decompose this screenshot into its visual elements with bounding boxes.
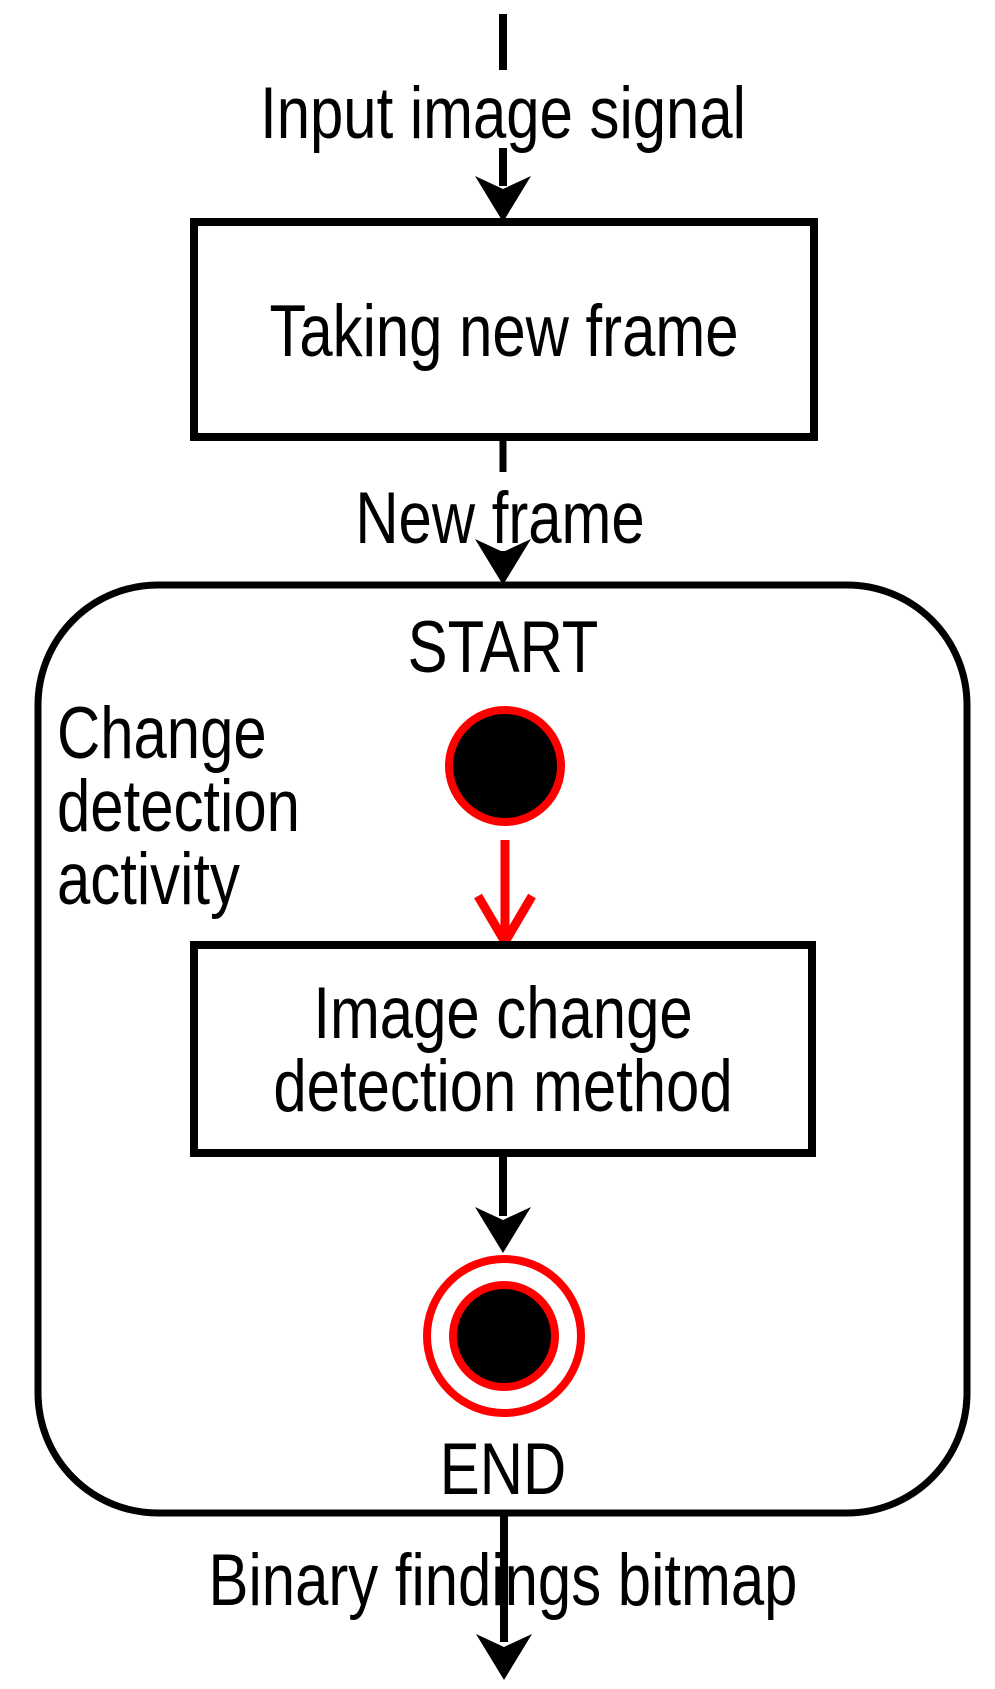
end-label: END bbox=[440, 1429, 566, 1510]
arrow3-head-icon bbox=[475, 1207, 531, 1253]
activity-group-label-line3: activity bbox=[57, 839, 240, 920]
activity-group-label-line2: detection bbox=[57, 766, 300, 847]
taking-new-frame-label: Taking new frame bbox=[269, 291, 738, 372]
taking-new-frame-box bbox=[190, 218, 818, 441]
method-label-line2: detection method bbox=[273, 1046, 732, 1127]
activity-group-label-line1: Change bbox=[57, 693, 267, 774]
output-label: Binary findings bitmap bbox=[209, 1540, 798, 1621]
image-change-detection-method-box bbox=[190, 941, 816, 1157]
arrow4-head-icon bbox=[476, 1634, 532, 1680]
arrow1-head-icon bbox=[475, 176, 531, 222]
method-label-line1: Image change bbox=[313, 973, 692, 1054]
start-node-icon bbox=[445, 706, 565, 826]
arrow2-head-icon bbox=[475, 539, 531, 585]
new-frame-label: New frame bbox=[355, 478, 644, 559]
start-label: START bbox=[408, 607, 599, 688]
input-signal-label: Input image signal bbox=[260, 73, 746, 154]
end-node-icon bbox=[449, 1281, 559, 1391]
